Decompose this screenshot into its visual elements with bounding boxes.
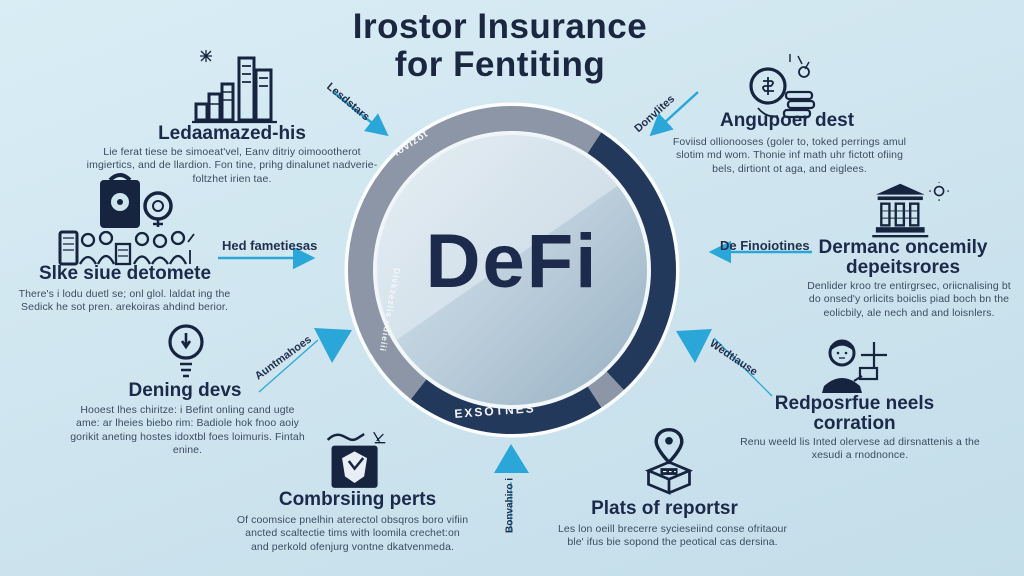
shield-hand-icon — [326, 431, 386, 488]
section-heading-bottom-center-left: Combrsiing perts — [278, 489, 437, 510]
section-heading-top-left: Ledaamazed-his — [158, 123, 306, 144]
section-heading-bottom-right: Redposrfue neels corration — [774, 393, 935, 434]
chart-buildings-icon — [192, 50, 277, 124]
lightbulb-icon — [168, 324, 204, 378]
section-heading-bottom-center-right: Plats of reportsr — [591, 498, 738, 519]
devices-crowd-icon — [58, 173, 195, 266]
coins-icon — [749, 54, 816, 119]
connector-label-left: Hed fametiesas — [222, 238, 318, 253]
section-body-left: There's i lodu duetl se; onl glol. lalda… — [18, 288, 231, 314]
pin-box-icon — [644, 428, 694, 495]
defi-ring — [344, 102, 680, 438]
section-heading-right: Dermanc oncemily depeitsrores — [818, 237, 988, 278]
section-heading-bottom-left: Dening devs — [128, 380, 242, 401]
section-body-right: Denlider kroo tre entirgrsec, oriicnalis… — [807, 280, 1011, 319]
section-heading-left: Slke siue detomete — [38, 263, 212, 284]
connector-label-right: De Finoiotines — [720, 238, 810, 253]
section-body-top-right: Foviisd ollionooses (goler to, toked per… — [672, 136, 907, 175]
connector-label-bottom: Bonvahiro i — [504, 478, 516, 534]
section-body-bottom-left: Hooest lhes chiritze: i Befint onling ca… — [70, 404, 305, 457]
title-line-1: Irostor Insurance — [352, 7, 648, 46]
section-body-bottom-center-left: Of coomsice pnelhin aterectol obsqros bo… — [236, 514, 469, 553]
defi-label: DeFi — [425, 219, 599, 304]
person-plus-icon — [822, 339, 887, 393]
section-body-top-left: Lie ferat tiese be simoeat'vel, Eanv dit… — [86, 146, 378, 185]
section-body-bottom-center-right: Les lon oeill brecerre sycieseiind conse… — [557, 523, 788, 549]
section-body-bottom-right: Renu weeld lis Inted olervese ad dirsnat… — [740, 436, 980, 462]
title-line-2: for Fentiting — [394, 44, 606, 84]
bank-icon — [872, 182, 950, 238]
page-title: Irostor Insurance for Fentiting — [240, 8, 760, 84]
section-heading-top-right: Angupoer dest — [719, 110, 855, 131]
